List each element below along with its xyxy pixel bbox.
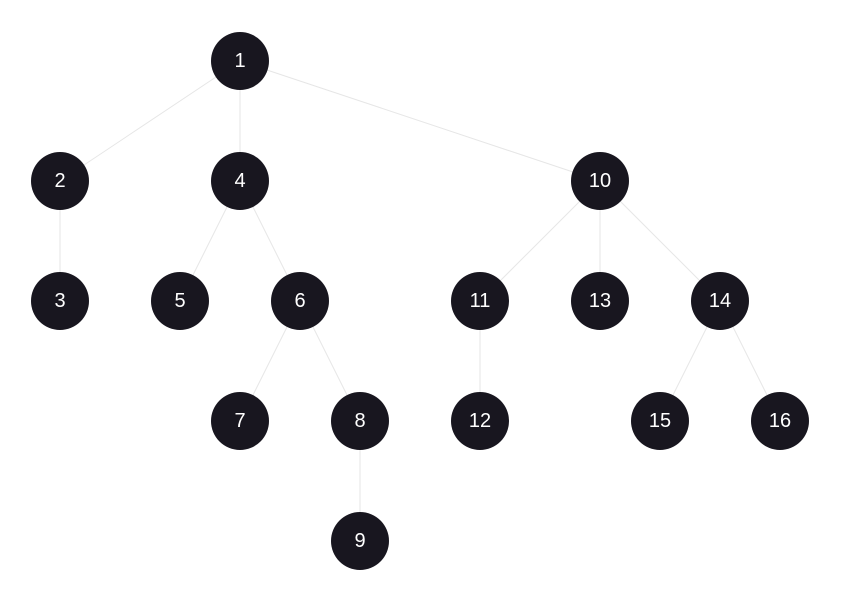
tree-node-11: 11 <box>451 272 509 330</box>
tree-node-9: 9 <box>331 512 389 570</box>
tree-node-2: 2 <box>31 152 89 210</box>
tree-node-14: 14 <box>691 272 749 330</box>
tree-node-6: 6 <box>271 272 329 330</box>
tree-node-8: 8 <box>331 392 389 450</box>
tree-node-10: 10 <box>571 152 629 210</box>
tree-node-4: 4 <box>211 152 269 210</box>
tree-edge <box>59 60 241 182</box>
tree-node-15: 15 <box>631 392 689 450</box>
tree-node-13: 13 <box>571 272 629 330</box>
tree-node-12: 12 <box>451 392 509 450</box>
tree-node-5: 5 <box>151 272 209 330</box>
tree-node-1: 1 <box>211 32 269 90</box>
tree-node-7: 7 <box>211 392 269 450</box>
tree-node-16: 16 <box>751 392 809 450</box>
tree-node-3: 3 <box>31 272 89 330</box>
tree-edge <box>239 60 601 182</box>
